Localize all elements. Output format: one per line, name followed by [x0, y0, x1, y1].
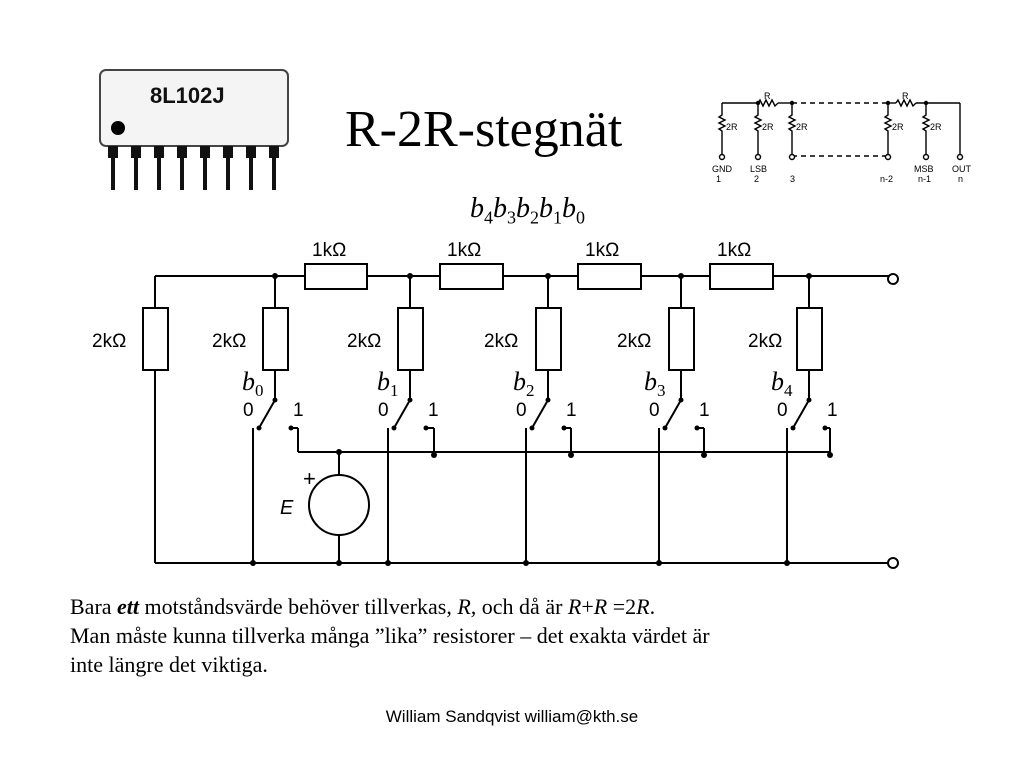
resistor-labels: 1kΩ 1kΩ 1kΩ 1kΩ 2kΩ 2kΩ 2kΩ 2kΩ 2kΩ 2kΩ	[92, 240, 782, 352]
switch-bit-label: b0	[242, 367, 264, 400]
terminating-resistor-label: 2kΩ	[92, 331, 126, 352]
branch-resistor	[668, 307, 695, 371]
caption-line-2: Man måste kunna tillverka många ”lika” r…	[70, 623, 710, 648]
footer: William Sandqvist william@kth.se	[0, 707, 1024, 727]
branch-4	[786, 276, 831, 563]
branch-resistor	[796, 307, 823, 371]
pin-name: MSB	[914, 164, 934, 174]
source-polarity: +	[303, 466, 316, 491]
series-resistor-label: 1kΩ	[447, 240, 481, 261]
output-terminal	[887, 273, 899, 285]
schematic-2r-label: 2R	[930, 122, 942, 132]
series-resistor	[709, 263, 774, 290]
caption: Bara ett motståndsvärde behöver tillverk…	[70, 592, 970, 679]
switch-labels: b0 b1 b2 b3 b4 0 1 0 1 0 1 0 1 0 1	[242, 367, 838, 421]
branch-resistor	[535, 307, 562, 371]
pin-number: 1	[716, 174, 721, 184]
pin-name: OUT	[952, 164, 972, 174]
switch-bit-label: b4	[771, 367, 793, 400]
series-resistor	[577, 263, 642, 290]
r2r-circuit	[142, 263, 899, 569]
switch-pos1-label: 1	[699, 400, 710, 421]
branch-resistor	[262, 307, 289, 371]
pin-number: n-1	[918, 174, 931, 184]
series-resistor-label: 1kΩ	[585, 240, 619, 261]
output-terminal	[887, 557, 899, 569]
page-title: R-2R-stegnät	[345, 101, 623, 158]
switch-pos0-label: 0	[649, 400, 660, 421]
branch-resistor	[397, 307, 424, 371]
switch-pos1-label: 1	[827, 400, 838, 421]
schematic-2r-label: 2R	[762, 122, 774, 132]
schematic-2r-label: 2R	[726, 122, 738, 132]
bit-word: b4b3b2b1b0	[470, 193, 585, 228]
chip-marking: 8L102J	[150, 83, 225, 108]
pin-number: n	[958, 174, 963, 184]
series-resistor	[304, 263, 368, 290]
pin-number: 3	[790, 174, 795, 184]
branch-3	[658, 276, 705, 563]
series-resistor	[439, 263, 504, 290]
switch-pos0-label: 0	[777, 400, 788, 421]
switch-pos1-label: 1	[293, 400, 304, 421]
network-schematic	[717, 98, 964, 161]
switch-pos0-label: 0	[378, 400, 389, 421]
pin-name: GND	[712, 164, 733, 174]
caption-line-3: inte längre det viktiga.	[70, 652, 268, 677]
switch-bit-label: b2	[513, 367, 535, 400]
pin1-dot	[111, 121, 125, 135]
schematic-2r-label: 2R	[892, 122, 904, 132]
branch-resistor-label: 2kΩ	[748, 331, 782, 352]
branch-resistor-label: 2kΩ	[484, 331, 518, 352]
pin-name: LSB	[750, 164, 767, 174]
branch-resistor-label: 2kΩ	[617, 331, 651, 352]
switch-bit-label: b1	[377, 367, 399, 400]
voltage-source	[308, 474, 370, 536]
branch-resistor-label: 2kΩ	[212, 331, 246, 352]
series-resistor-label: 1kΩ	[717, 240, 751, 261]
branch-resistor-label: 2kΩ	[347, 331, 381, 352]
switch-pos0-label: 0	[516, 400, 527, 421]
terminating-resistor	[142, 307, 169, 371]
pin-number: 2	[754, 174, 759, 184]
switch-pos0-label: 0	[243, 400, 254, 421]
caption-line-1: Bara ett motståndsvärde behöver tillverk…	[70, 594, 656, 619]
switch-pos1-label: 1	[428, 400, 439, 421]
footer-text: William Sandqvist william@kth.se	[385, 707, 639, 726]
series-resistor-label: 1kΩ	[312, 240, 346, 261]
chip-illustration: 8L102J	[99, 69, 289, 190]
network-schematic-labels: R R 2R 2R 2R 2R 2R GND 1 LSB 2 3 n-2 MSB…	[712, 91, 972, 184]
schematic-r-label: R	[764, 91, 771, 101]
schematic-2r-label: 2R	[796, 122, 808, 132]
switch-bit-label: b3	[644, 367, 666, 400]
pin-number: n-2	[880, 174, 893, 184]
schematic-r-label: R	[902, 91, 909, 101]
source-label: E	[280, 497, 294, 519]
branch-1	[387, 276, 435, 563]
switch-pos1-label: 1	[566, 400, 577, 421]
branch-0	[252, 276, 299, 563]
branch-2	[525, 276, 572, 563]
junction-dots	[250, 273, 833, 566]
